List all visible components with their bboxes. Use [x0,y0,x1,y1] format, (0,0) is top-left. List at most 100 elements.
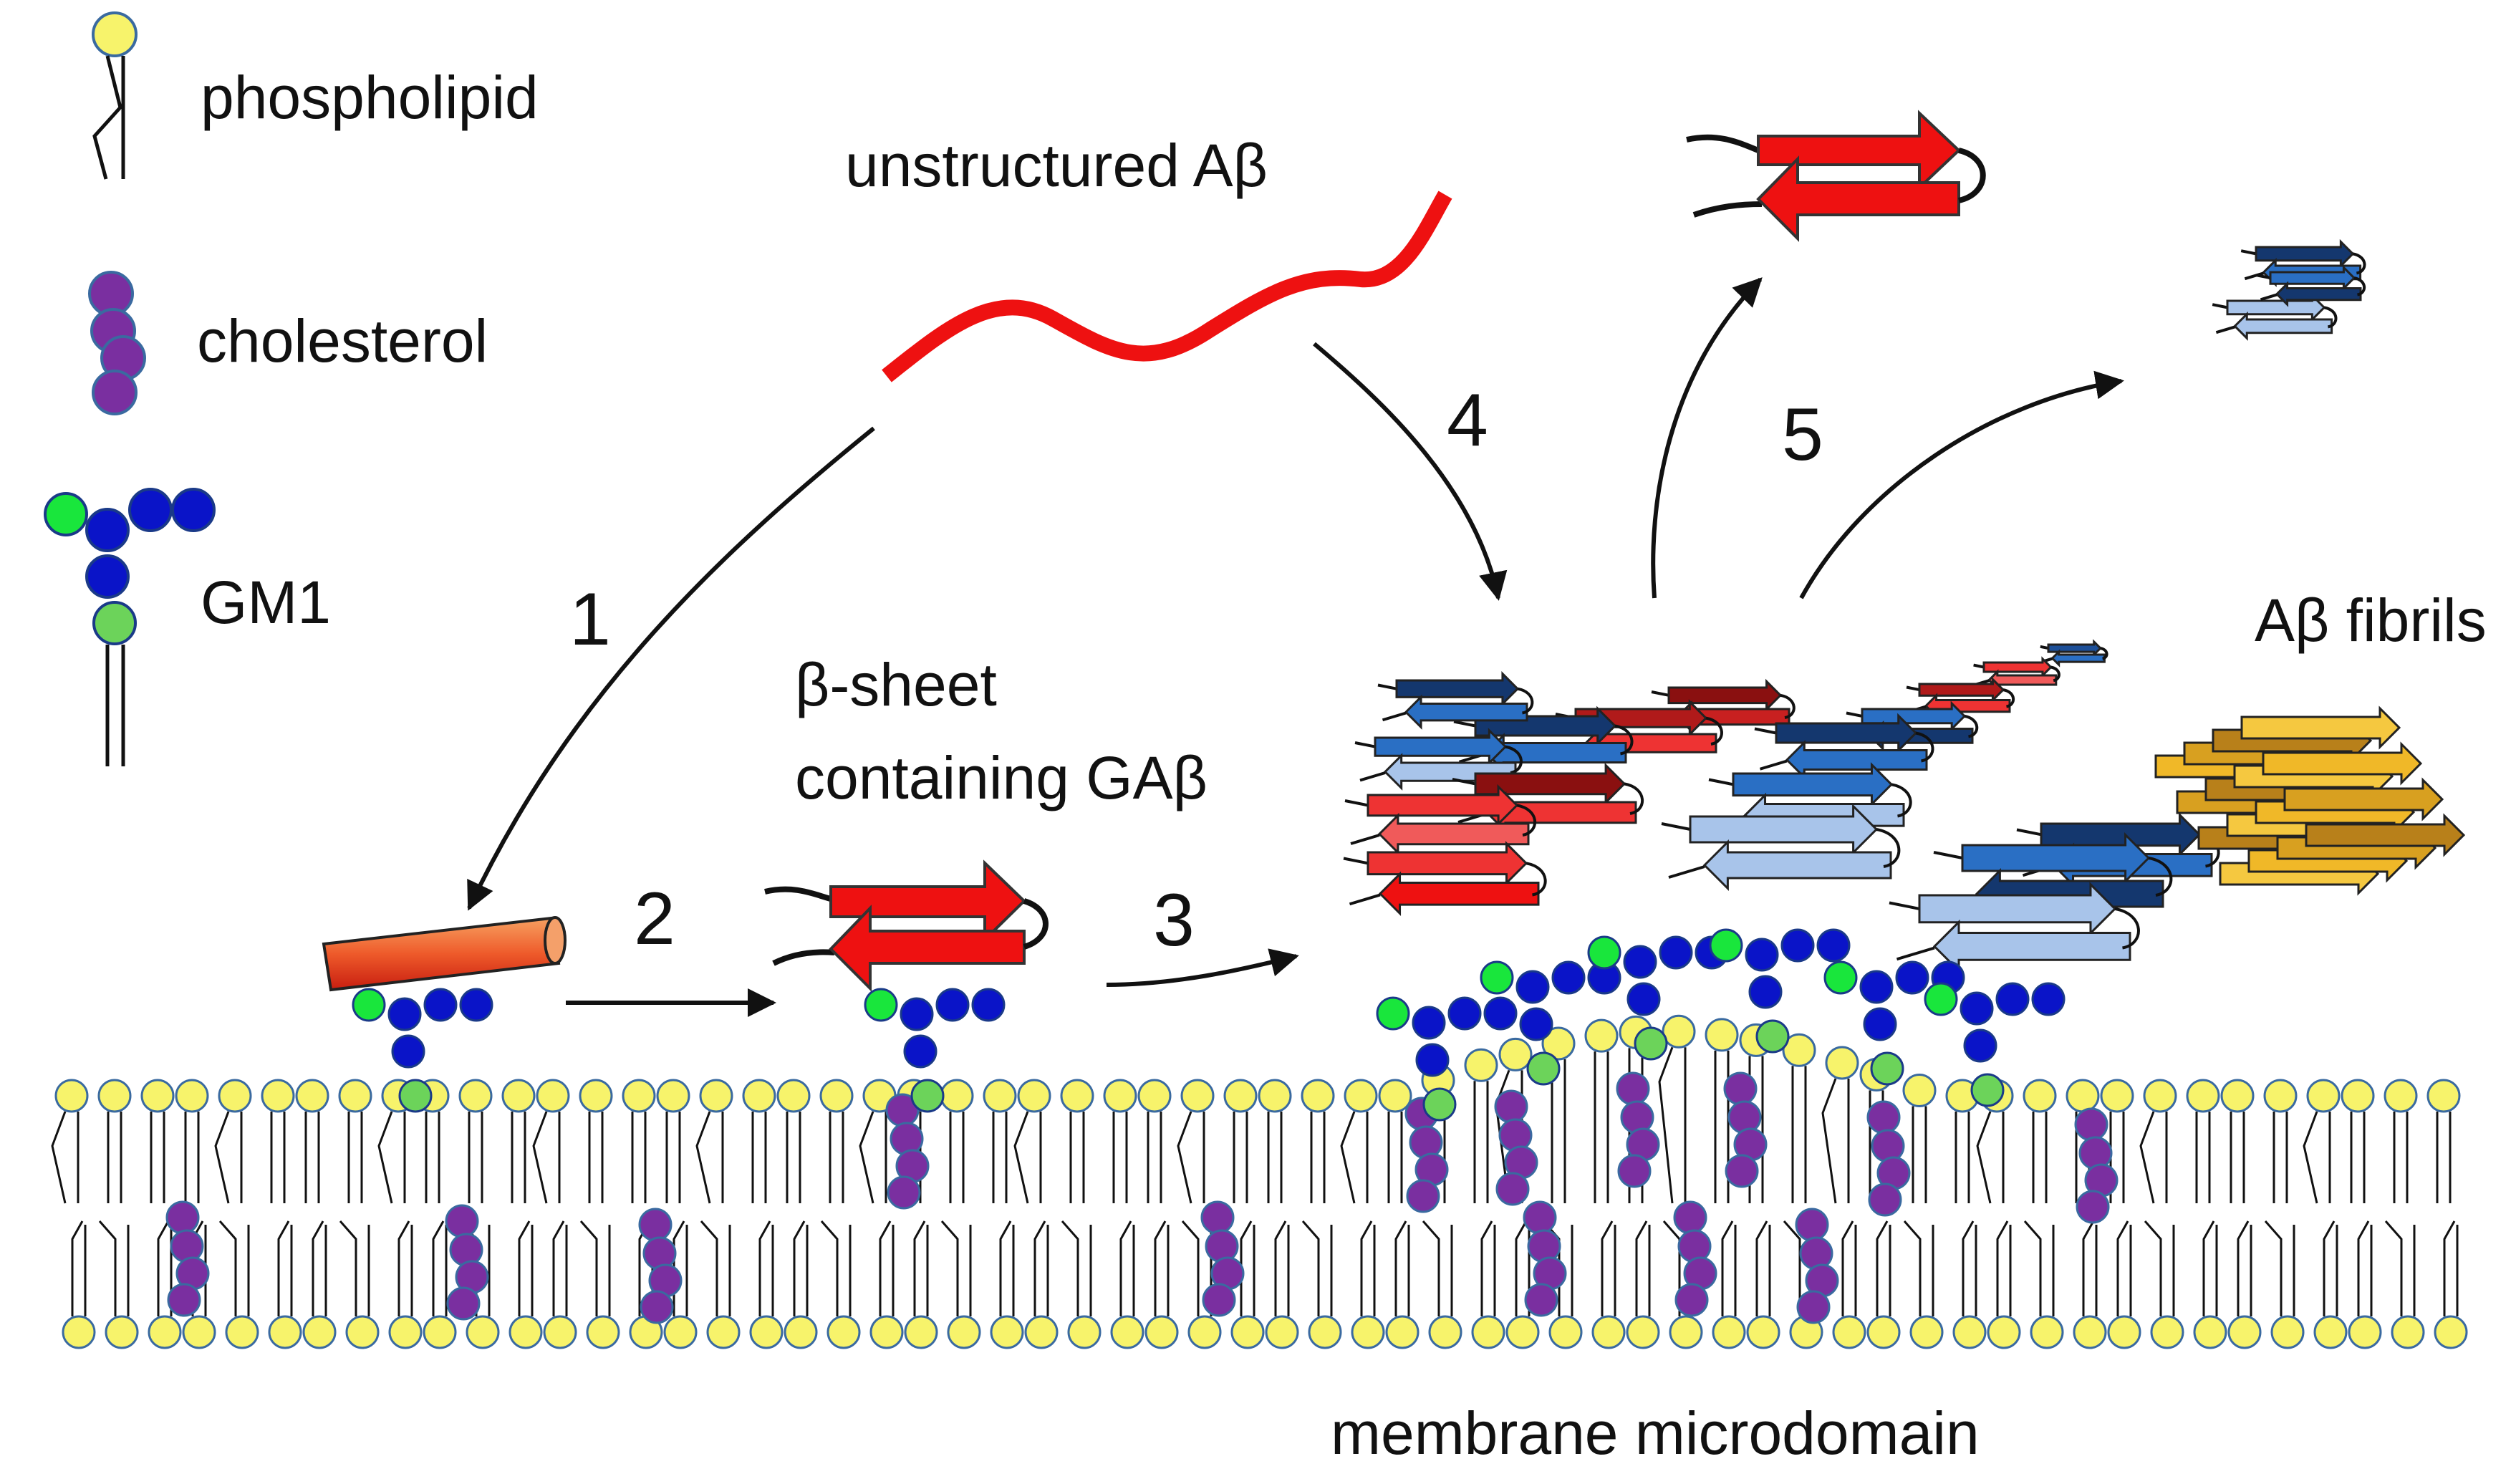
gm1-sugar [1863,1007,1897,1041]
lipid-tail [1177,1111,1192,1204]
lipid-tail [1013,1111,1029,1204]
lipid-head [261,1079,295,1113]
legend-cholesterol-label: cholesterol [197,307,488,375]
cholesterol-bead [1799,1236,1833,1271]
strand-tail [1846,711,1863,718]
lipid-head [501,1079,536,1113]
step-number-2: 2 [634,877,675,960]
lipid-head [1584,1018,1619,1053]
lipid-tail [518,1220,531,1316]
lipid-head [2066,1079,2100,1113]
lipid-head [1902,1073,1937,1107]
lipid-head [536,1079,570,1113]
lipid-head [1464,1048,1498,1082]
cholesterol-bead [890,1122,924,1156]
lipid-head [140,1079,175,1113]
lipid-tail [1996,1220,2009,1316]
lipid-head [784,1315,818,1349]
lipid-head [1498,1037,1533,1071]
lipid-head [2150,1315,2184,1349]
lipid-head [776,1079,811,1113]
lipid-tail [397,1220,410,1316]
lipid-head [2348,1315,2382,1349]
lipid-head [983,1079,1017,1113]
lipid-tail [758,1220,771,1316]
lipid-tail [2357,1220,2370,1316]
lipid-head [699,1079,733,1113]
beta-strand [2275,281,2362,307]
cholesterol-bead [1523,1200,1557,1235]
gm1-sugar [1960,991,1994,1026]
lipid-head [2391,1315,2425,1349]
gm1-sugar [1748,975,1783,1009]
strand-tail [1668,865,1705,879]
beta-strand [1667,678,1783,712]
cholesterol-bead [1674,1283,1709,1317]
lipid-head [225,1315,259,1349]
lipid-tail [2384,1220,2403,1316]
strand-tail [1354,741,1376,748]
lipid-head [2306,1079,2341,1113]
strand-tail [2215,325,2235,334]
lipid-head [1428,1315,1462,1349]
cholesterol-bead [640,1290,674,1324]
lipid-head [2143,1079,2177,1113]
beta-strand [2233,311,2333,341]
gm1-ceramide [1422,1087,1457,1122]
step-number-4: 4 [1447,379,1488,462]
lipid-tail [1635,1220,1648,1316]
strand-tail [1906,685,1920,692]
gm1-ceramide [1526,1051,1561,1086]
lipid-head [1344,1079,1378,1113]
lipid-tail [2082,1220,2095,1316]
arrow-step-3 [1106,948,1299,987]
lipid-head [2341,1079,2375,1113]
beta-strand [2262,741,2423,786]
strand-loop [1517,687,1534,715]
lipid-tail [1821,1078,1837,1204]
cholesterol-bead [165,1200,200,1235]
gm1-sugar [1963,1028,1997,1063]
strand-loop [2114,907,2140,950]
beta-strand [1378,871,1540,916]
gm1-sugar [1519,1007,1553,1041]
gm1-sugar [1483,996,1518,1031]
unstructured-abeta-chain [882,191,1452,382]
lipid-tail [1360,1220,1373,1316]
lipid-head [1746,1315,1780,1349]
lipid-head [97,1079,132,1113]
lipid-tail [1274,1220,1287,1316]
beta-sheet-gabeta [764,859,1049,992]
strand-loop [1705,716,1723,746]
cholesterol-bead [1617,1154,1652,1188]
gm1-sugar [1415,1043,1450,1077]
lipid-head [1548,1315,1583,1349]
strand-tail [1661,822,1691,831]
gm1-sugar [1895,960,1929,995]
lipid-tail [940,1220,959,1316]
strand-loop [1525,862,1547,897]
lipid-head [749,1315,784,1349]
strand-loop [2352,252,2366,275]
strand-loop [1876,828,1901,868]
strand-tail [1377,683,1397,690]
gm1-sugar [935,988,970,1022]
beta-strand [1775,713,1918,753]
lipid-head [543,1315,577,1349]
lipid-tail [532,1111,548,1204]
cholesterol-bead [1868,1182,1902,1217]
label-beta-sheet-line2: containing GAβ [795,744,1208,811]
lipid-head [1541,1026,1576,1061]
lipid-head [1110,1315,1144,1349]
cholesterol-bead [1200,1200,1235,1235]
label-unstructured-abeta: unstructured Aβ [845,132,1268,199]
lipid-tail [1301,1220,1320,1316]
arrows [467,277,2124,1017]
gm1-sugar [1816,928,1851,963]
gm1-sialic [864,988,898,1022]
strand-loop [1614,724,1634,756]
beta-strand [2047,639,2102,657]
lipid-tail [700,1220,718,1316]
gm1-sugar [1780,928,1815,963]
lipid-head [656,1079,690,1113]
